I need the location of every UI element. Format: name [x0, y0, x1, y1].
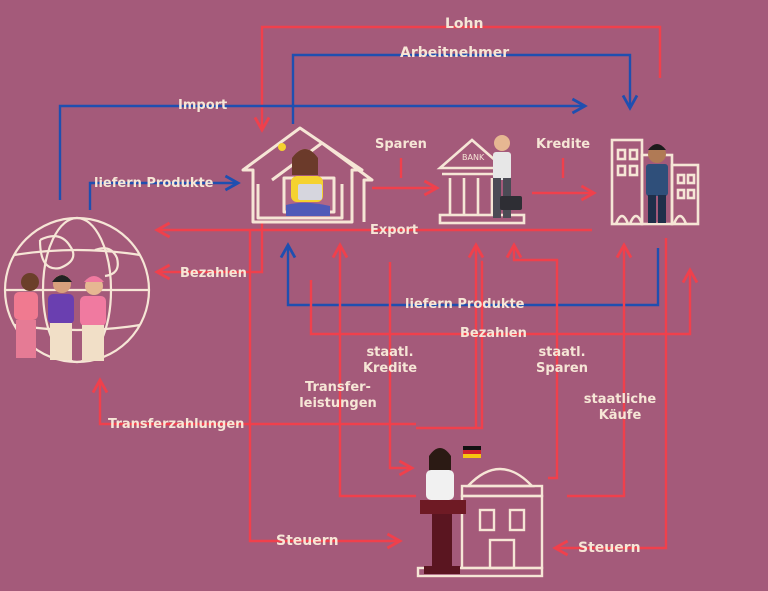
flow-liefern-produkte-mid — [288, 245, 660, 307]
label-export: Export — [370, 223, 419, 238]
businessman-person — [646, 144, 668, 223]
globe-illustration — [3, 216, 151, 364]
flow-transferleistungen — [340, 245, 416, 498]
flow-import — [58, 106, 585, 200]
flow-liefern-produkte-top — [88, 183, 238, 210]
flow-steuern-right — [555, 238, 668, 548]
flow-into-state — [388, 428, 412, 468]
flow-bezahlen-left — [157, 222, 264, 272]
flow-staatliche-kaeufe — [567, 245, 624, 498]
banker-person — [493, 135, 522, 218]
label-staatl-kredite: staatl. Kredite — [362, 345, 418, 376]
label-steuern-left: Steuern — [276, 533, 339, 549]
politician-person — [420, 448, 466, 574]
government-illustration — [416, 467, 544, 578]
households-person — [278, 143, 330, 216]
label-bezahlen-mid: Bezahlen — [460, 326, 527, 341]
label-lohn: Lohn — [445, 16, 484, 32]
label-steuern-right: Steuern — [578, 540, 641, 556]
flow-staatl-sparen — [514, 245, 559, 480]
people-group — [14, 273, 106, 361]
german-flag-icon — [463, 446, 481, 458]
label-kredite: Kredite — [536, 137, 591, 152]
svg-text:BANK: BANK — [462, 153, 485, 162]
flow-arbeitnehmer — [291, 53, 630, 124]
label-import: Import — [178, 98, 228, 113]
flow-lohn — [262, 25, 662, 130]
label-transferzahlungen: Transferzahlungen — [108, 417, 245, 432]
flow-bezahlen-mid — [309, 270, 690, 336]
label-liefern-produkte-mid: liefern Produkte — [405, 297, 525, 312]
label-staatl-sparen: staatl. Sparen — [536, 345, 588, 376]
label-staatliche-kaeufe: staatliche Käufe — [583, 392, 657, 423]
label-sparen: Sparen — [375, 137, 427, 152]
label-transferleistungen: Transfer- leistungen — [299, 380, 377, 411]
flow-transferzahlungen — [100, 380, 416, 426]
bank-illustration: BANK — [436, 138, 526, 225]
label-liefern-produkte-top: liefern Produkte — [94, 176, 214, 191]
label-bezahlen-left: Bezahlen — [180, 266, 247, 281]
label-arbeitnehmer: Arbeitnehmer — [400, 45, 510, 61]
flow-steuern-left — [248, 230, 400, 541]
